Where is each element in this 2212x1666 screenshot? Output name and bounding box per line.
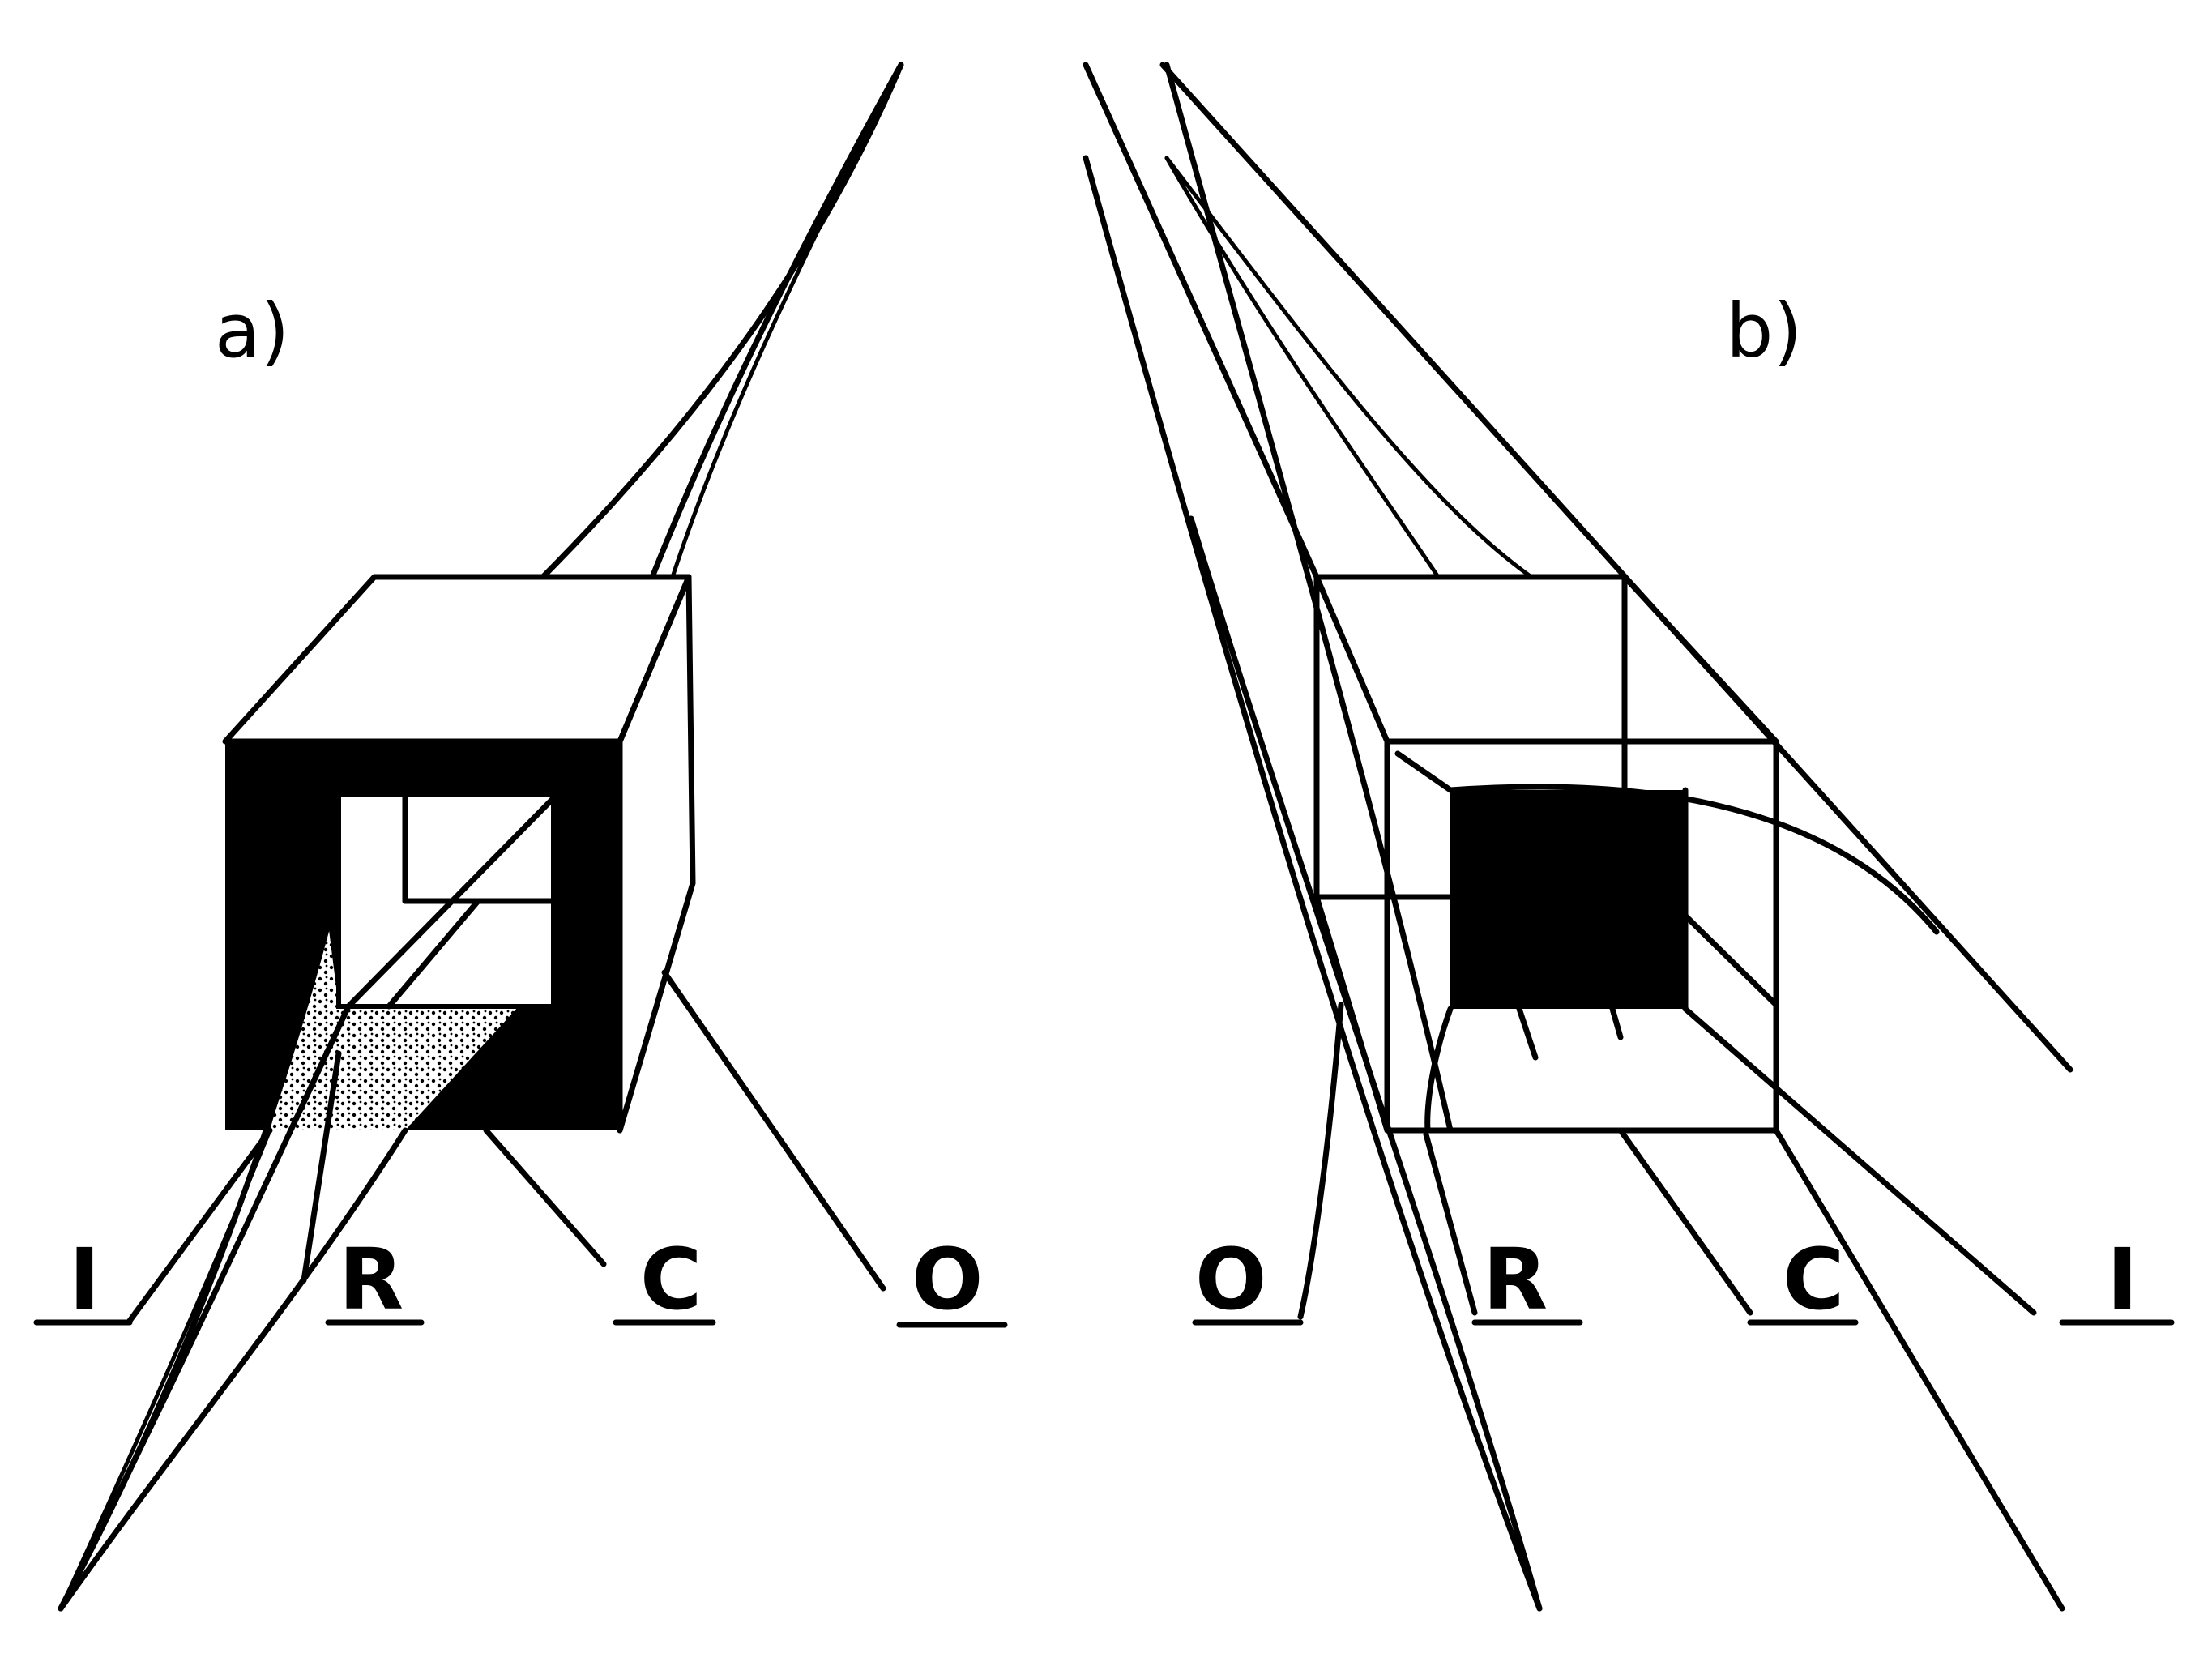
- panel-b: b): [1083, 62, 2175, 1612]
- panel-a-leader-1: I: [69, 1230, 100, 1329]
- panel-b-label: b): [1726, 288, 1802, 374]
- panel-b-leader-3: C: [1783, 1230, 1844, 1329]
- panel-a-cube: [222, 574, 886, 1292]
- panel-b-leaders: O R C I: [1192, 1230, 2175, 1329]
- panel-a-cube-top: [222, 574, 692, 745]
- panel-a-rays-top: [540, 62, 904, 580]
- panel-b-leader-1: O: [1195, 1230, 1266, 1329]
- panel-a-leader-2: R: [339, 1230, 404, 1329]
- panel-a-leader-3: C: [640, 1230, 702, 1329]
- panel-a-leader-4: O: [912, 1230, 983, 1329]
- panel-a-cube-side: [617, 574, 696, 1134]
- panel-a-rays-bottom: [58, 921, 408, 1612]
- panel-b-leader-4: I: [2107, 1230, 2138, 1329]
- panel-a-leaders: I R C O: [33, 1230, 1008, 1329]
- panel-b-leader-2: R: [1483, 1230, 1548, 1329]
- panel-b-dark-square: [1450, 790, 1685, 1009]
- panel-b-cube-front: [1384, 738, 1779, 1134]
- panel-b-cube: [1313, 574, 1940, 1134]
- panel-a-label: a): [215, 288, 289, 374]
- panel-b-rays-bottom: [1083, 62, 2065, 1612]
- panel-a: a): [33, 62, 1008, 1612]
